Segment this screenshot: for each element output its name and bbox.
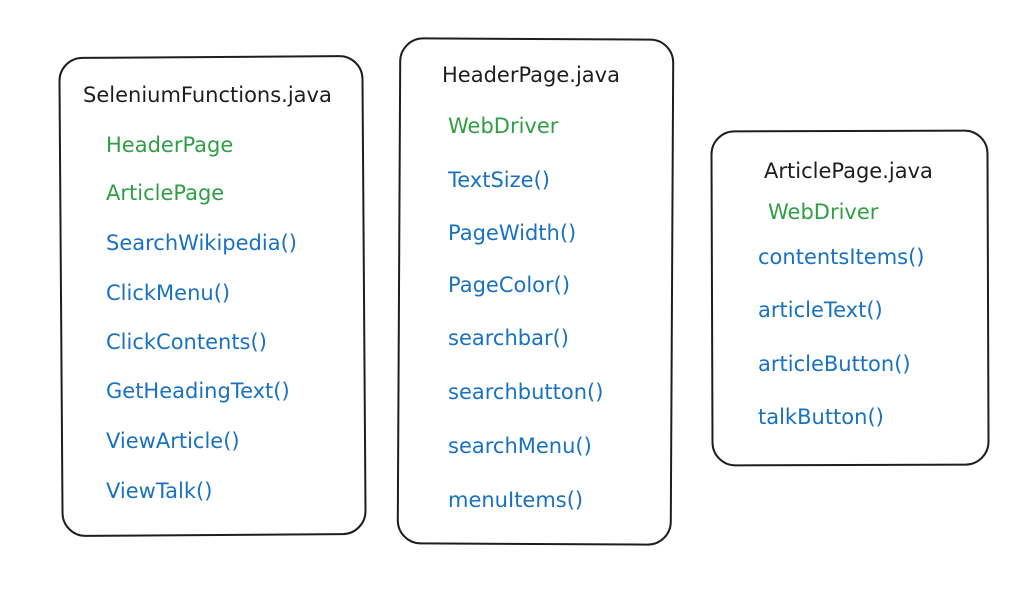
- class-title: ArticlePage.java: [764, 159, 933, 183]
- method-item: ClickContents(): [106, 330, 267, 354]
- field-item: WebDriver: [448, 114, 559, 138]
- method-item: GetHeadingText(): [106, 379, 290, 403]
- method-item: talkButton(): [758, 405, 884, 429]
- field-item: HeaderPage: [106, 133, 234, 157]
- class-title: HeaderPage.java: [442, 63, 620, 87]
- method-item: searchbutton(): [448, 380, 604, 404]
- method-item: PageWidth(): [448, 221, 577, 245]
- field-item: ArticlePage: [106, 181, 225, 205]
- method-item: PageColor(): [448, 273, 571, 297]
- class-title: SeleniumFunctions.java: [83, 83, 332, 107]
- method-item: TextSize(): [448, 168, 550, 192]
- field-item: WebDriver: [768, 200, 879, 224]
- method-item: SearchWikipedia(): [106, 231, 297, 255]
- method-item: ViewArticle(): [106, 429, 240, 453]
- method-item: menuItems(): [448, 488, 584, 512]
- method-item: articleButton(): [758, 352, 911, 376]
- method-item: searchMenu(): [448, 434, 592, 458]
- method-item: searchbar(): [448, 326, 569, 350]
- method-item: ClickMenu(): [106, 281, 231, 305]
- method-item: articleText(): [758, 298, 883, 322]
- method-item: ViewTalk(): [106, 479, 213, 503]
- method-item: contentsItems(): [758, 245, 925, 269]
